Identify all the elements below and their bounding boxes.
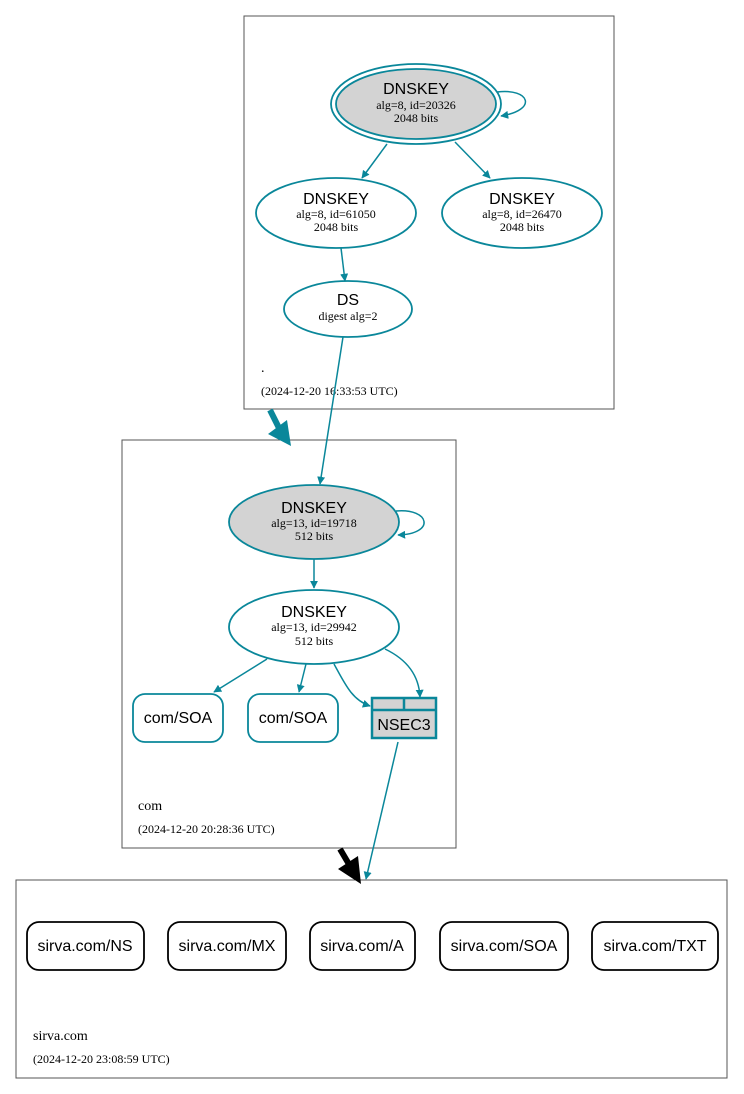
- root-zsk-26470-node[interactable]: DNSKEY alg=8, id=26470 2048 bits: [441, 177, 603, 249]
- zone-com-label: com: [138, 799, 162, 814]
- sirva-mx-label: sirva.com/MX: [179, 938, 276, 955]
- sirva-txt-label: sirva.com/TXT: [603, 938, 706, 955]
- root-ksk-self-edge: [496, 90, 526, 119]
- com-soa-2-label: com/SOA: [259, 710, 328, 727]
- sirva-mx-node[interactable]: sirva.com/MX: [167, 921, 287, 971]
- zone-root-timestamp: (2024-12-20 16:33:53 UTC): [261, 384, 398, 398]
- edge-ksk-to-zsk1: [361, 143, 388, 179]
- root-ds-type: DS: [337, 292, 359, 309]
- root-ksk-node[interactable]: DNSKEY alg=8, id=20326 2048 bits: [330, 63, 502, 145]
- zone-sirva-timestamp: (2024-12-20 23:08:59 UTC): [33, 1052, 170, 1066]
- delegation-root-to-com: [267, 408, 291, 446]
- edge-zsk-to-soa2: [296, 663, 307, 693]
- root-ksk-type: DNSKEY: [383, 81, 449, 98]
- zone-sirva-label: sirva.com: [33, 1029, 88, 1044]
- sirva-txt-node[interactable]: sirva.com/TXT: [591, 921, 719, 971]
- root-ds-digest: digest alg=2: [318, 309, 377, 323]
- com-nsec3-node[interactable]: NSEC3: [370, 696, 438, 740]
- com-nsec3-label: NSEC3: [377, 717, 430, 734]
- root-zsk1-alg: alg=8, id=61050: [296, 207, 376, 221]
- root-zsk-61050-node[interactable]: DNSKEY alg=8, id=61050 2048 bits: [255, 177, 417, 249]
- root-zsk1-bits: 2048 bits: [314, 220, 359, 234]
- zone-root-label: .: [261, 361, 265, 376]
- com-soa-node-1[interactable]: com/SOA: [132, 693, 224, 743]
- com-zsk-alg: alg=13, id=29942: [271, 620, 357, 634]
- edge-zsk-to-nsec3-b: [384, 648, 424, 698]
- com-zsk-type: DNSKEY: [281, 604, 347, 621]
- sirva-a-node[interactable]: sirva.com/A: [309, 921, 416, 971]
- com-ksk-type: DNSKEY: [281, 500, 347, 517]
- sirva-ns-label: sirva.com/NS: [37, 938, 132, 955]
- com-zsk-node[interactable]: DNSKEY alg=13, id=29942 512 bits: [228, 589, 400, 665]
- sirva-soa-label: sirva.com/SOA: [451, 938, 558, 955]
- root-zsk2-type: DNSKEY: [489, 191, 555, 208]
- edge-nsec3-to-sirva: [363, 741, 399, 880]
- delegation-com-to-sirva: [337, 847, 361, 884]
- com-ksk-alg: alg=13, id=19718: [271, 516, 357, 530]
- com-ksk-self-edge: [395, 510, 425, 539]
- zone-com: DNSKEY alg=13, id=19718 512 bits DNSKEY …: [121, 439, 457, 849]
- com-ksk-bits: 512 bits: [295, 529, 334, 543]
- root-ksk-bits: 2048 bits: [394, 111, 439, 125]
- edge-zsk1-to-ds: [340, 247, 349, 282]
- edge-zsk-to-nsec3-a: [333, 663, 371, 708]
- edge-zsk-to-soa1: [213, 658, 268, 693]
- edge-ksk-to-zsk2: [454, 141, 491, 179]
- root-zsk1-type: DNSKEY: [303, 191, 369, 208]
- sirva-a-label: sirva.com/A: [320, 938, 404, 955]
- edge-ds-to-com-ksk: [317, 336, 344, 485]
- zone-sirva-box: [15, 879, 728, 1079]
- com-ksk-node[interactable]: DNSKEY alg=13, id=19718 512 bits: [228, 484, 400, 560]
- zone-com-timestamp: (2024-12-20 20:28:36 UTC): [138, 822, 275, 836]
- root-ksk-alg: alg=8, id=20326: [376, 98, 456, 112]
- sirva-ns-node[interactable]: sirva.com/NS: [26, 921, 145, 971]
- root-zsk2-alg: alg=8, id=26470: [482, 207, 562, 221]
- zone-root: DNSKEY alg=8, id=20326 2048 bits DNSKEY …: [243, 15, 615, 410]
- root-ds-node[interactable]: DS digest alg=2: [283, 280, 413, 338]
- zone-sirva: sirva.com/NS sirva.com/MX sirva.com/A si…: [15, 879, 728, 1079]
- com-soa-node-2[interactable]: com/SOA: [247, 693, 339, 743]
- com-soa-1-label: com/SOA: [144, 710, 213, 727]
- sirva-soa-node[interactable]: sirva.com/SOA: [439, 921, 569, 971]
- root-zsk2-bits: 2048 bits: [500, 220, 545, 234]
- com-zsk-bits: 512 bits: [295, 634, 334, 648]
